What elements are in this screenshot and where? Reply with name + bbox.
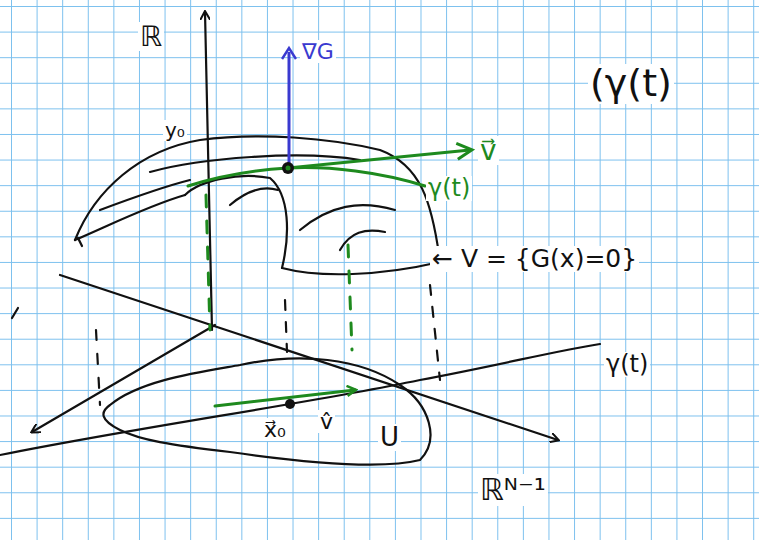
space-label: ℝᴺ⁻¹ [478,474,548,506]
curve-label: γ(t) [426,176,472,201]
vector-label: v⃗ [478,136,499,165]
curve-label: γ(t) [604,352,650,377]
axis-label: ℝ [138,22,164,51]
surface-label: ← V = {G(x)=0} [430,246,639,272]
direction-label: v̂ [318,410,335,433]
region-label: U [378,424,401,451]
pen-strokes [0,12,600,465]
point [282,162,294,174]
note-text: (γ(t) [588,64,674,104]
gradient-label: ∇G [300,40,336,63]
point-label: x⃗₀ [262,418,288,441]
point [285,399,295,409]
height-label: y₀ [163,120,187,141]
point [286,166,291,171]
gradient-arrow [288,52,291,166]
